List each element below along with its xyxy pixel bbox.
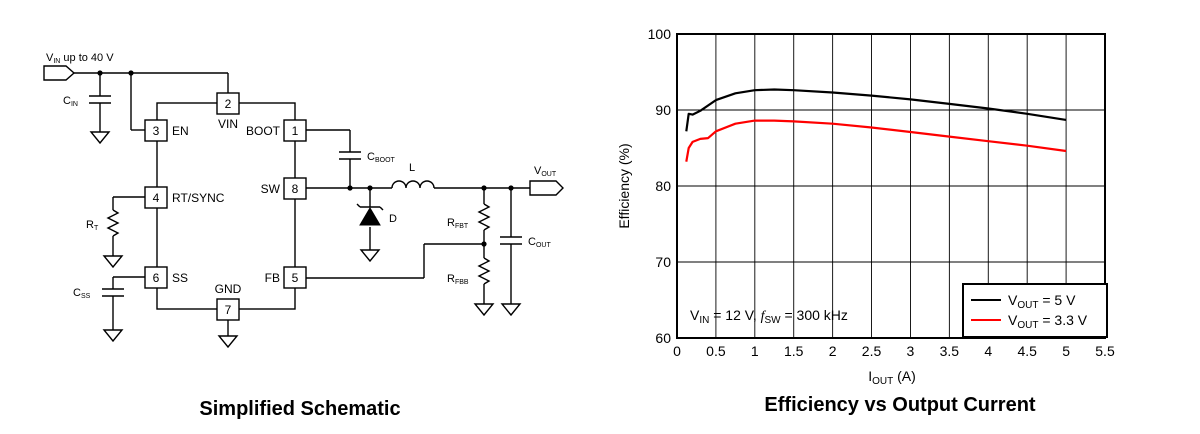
- y-tick-label: 100: [648, 26, 672, 42]
- ground-icon: [102, 255, 124, 269]
- rfbb-label: RFBB: [447, 273, 469, 286]
- pin-name: RT/SYNC: [172, 191, 225, 205]
- legend-label-3v3: VOUT = 3.3 V: [1008, 312, 1088, 331]
- chart-caption: Efficiency vs Output Current: [764, 394, 1036, 416]
- x-tick-label: 3.5: [940, 343, 960, 359]
- cout-label: COUT: [528, 236, 551, 249]
- x-tick-label: 5: [1062, 343, 1070, 359]
- pin-name: EN: [172, 124, 189, 138]
- pin-3-box: [144, 119, 168, 142]
- ground-icon: [102, 329, 124, 343]
- x-tick-label: 3: [907, 343, 915, 359]
- simplified-schematic: 2 1 3 4 8 5 6 7 VIN BOOT EN RT/SYNC SW F…: [43, 52, 564, 349]
- pin-name: BOOT: [246, 124, 281, 138]
- pin-7-box: [216, 298, 240, 321]
- x-tick-label: 2.5: [862, 343, 882, 359]
- vout-label: VOUT: [534, 165, 557, 178]
- rt-resistor: [106, 209, 120, 237]
- x-axis-label: IOUT (A): [868, 368, 916, 387]
- pin-number: 3: [153, 124, 160, 138]
- rfbt-label: RFBT: [447, 217, 469, 230]
- pin-1-box: [283, 119, 307, 142]
- x-tick-label: 1.5: [784, 343, 804, 359]
- pin-number: 6: [153, 271, 160, 285]
- pin-5-box: [283, 266, 307, 289]
- rfbb-resistor: [477, 257, 491, 285]
- vin-label: VIN up to 40 V: [46, 52, 114, 65]
- pin-6-box: [144, 266, 168, 289]
- pin-4-box: [144, 186, 168, 209]
- cboot-label: CBOOT: [367, 151, 396, 164]
- legend-label-5v: VOUT = 5 V: [1008, 292, 1076, 311]
- x-tick-labels: 0 0.5 1 1.5 2 2.5 3 3.5 4 4.5 5 5.5: [673, 343, 1115, 359]
- pin-name: GND: [215, 282, 242, 296]
- pin-number: 2: [225, 97, 232, 111]
- pin-number: 4: [153, 191, 160, 205]
- pin-name: SS: [172, 271, 188, 285]
- rfbt-resistor: [477, 203, 491, 231]
- pin-name: SW: [261, 182, 281, 196]
- chart-legend: VOUT = 5 V VOUT = 3.3 V: [962, 283, 1108, 338]
- efficiency-chart: 0 0.5 1 1.5 2 2.5 3 3.5 4 4.5 5 5.5 60 70 80 90 100 IOU…: [616, 26, 1115, 387]
- y-axis-label: Efficiency (%): [616, 143, 632, 228]
- ground-icon: [500, 303, 522, 317]
- x-tick-label: 2: [829, 343, 837, 359]
- chart-series: [685, 88, 1067, 162]
- pin-name: FB: [265, 271, 280, 285]
- diode-icon: [359, 207, 381, 226]
- pin-number: 5: [292, 271, 299, 285]
- x-tick-label: 4.5: [1017, 343, 1037, 359]
- x-tick-label: 0.5: [706, 343, 726, 359]
- pin-number: 7: [225, 303, 232, 317]
- conditions-annotation: VIN = 12 V, fSW = 300 kHz: [690, 307, 848, 326]
- pin-8-box: [283, 177, 307, 200]
- ground-icon: [89, 131, 111, 145]
- y-tick-label: 90: [655, 102, 671, 118]
- y-tick-label: 60: [655, 330, 671, 346]
- series-line-1: [685, 119, 1067, 162]
- diode-label: D: [389, 213, 397, 225]
- pin-2-box: [216, 92, 240, 115]
- y-tick-label: 80: [655, 178, 671, 194]
- x-tick-label: 5.5: [1095, 343, 1115, 359]
- x-tick-label: 0: [673, 343, 681, 359]
- rt-label: RT: [86, 219, 99, 232]
- x-tick-label: 1: [751, 343, 759, 359]
- y-tick-label: 70: [655, 254, 671, 270]
- vout-connector: [529, 180, 564, 196]
- plot-frame: [676, 33, 1106, 339]
- pin-number: 8: [292, 182, 299, 196]
- cin-label: CIN: [63, 95, 78, 108]
- ground-icon: [217, 335, 239, 349]
- y-tick-labels: 60 70 80 90 100: [648, 26, 672, 346]
- ground-icon: [473, 303, 495, 317]
- css-label: CSS: [73, 287, 91, 300]
- inductor: [391, 180, 435, 189]
- vin-connector: [43, 65, 76, 81]
- ground-icon: [359, 249, 381, 263]
- pin-number: 1: [292, 124, 299, 138]
- pin-name: VIN: [218, 117, 238, 131]
- series-line-0: [685, 88, 1067, 132]
- schematic-caption: Simplified Schematic: [199, 398, 401, 420]
- junction-dots: [97, 70, 514, 247]
- inductor-label: L: [409, 162, 415, 174]
- x-tick-label: 4: [984, 343, 992, 359]
